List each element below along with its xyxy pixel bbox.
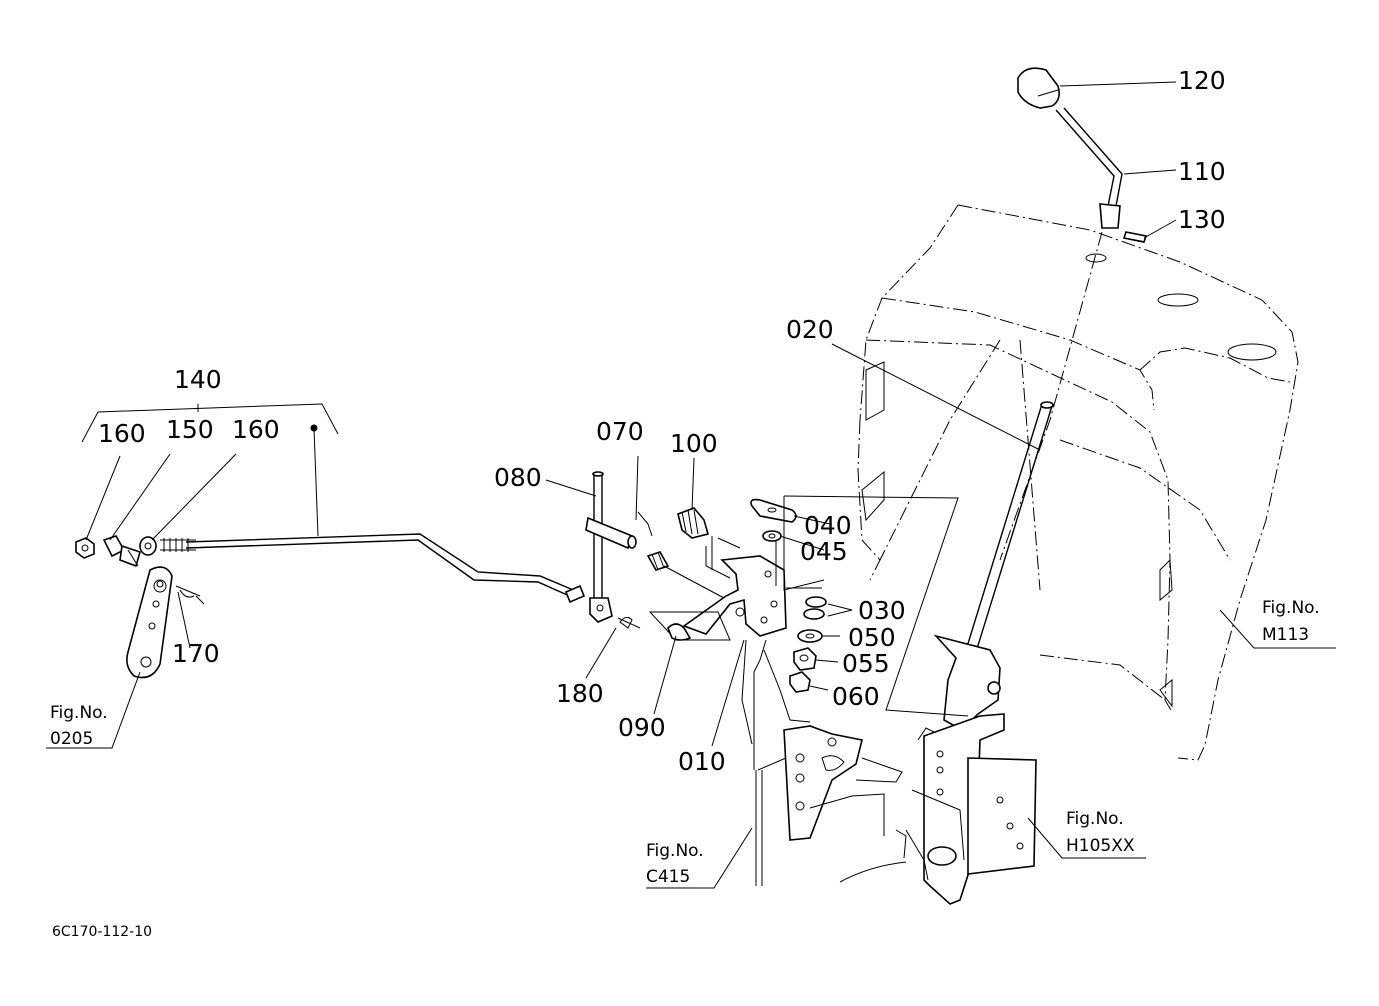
shift-lever-pin: [1122, 231, 1148, 243]
fig-ref-title: Fig.No.: [646, 841, 704, 861]
fig-ref-title: Fig.No.: [50, 703, 108, 723]
washer-045: [762, 530, 782, 542]
fig-ref-number: 0205: [50, 729, 93, 749]
label-160-right: 160: [232, 415, 280, 444]
leader-lines: [46, 81, 1336, 889]
fig-ref-number: H105XX: [1066, 836, 1135, 856]
label-150: 150: [166, 415, 214, 444]
figure-ref-m113: Fig.No. M113: [1262, 598, 1320, 645]
label-090: 090: [618, 713, 666, 742]
figure-ref-0205: Fig.No. 0205: [50, 703, 108, 749]
label-130: 130: [1178, 205, 1226, 234]
figure-ref-c415: Fig.No. C415: [646, 841, 704, 887]
pin-180: [617, 616, 641, 629]
drawing-code: 6C170-112-10: [52, 924, 152, 940]
fig-ref-title: Fig.No.: [1262, 598, 1320, 618]
label-110: 110: [1178, 157, 1226, 186]
lever-shaft: [965, 401, 1054, 653]
label-100: 100: [670, 429, 718, 458]
label-010: 010: [678, 747, 726, 776]
label-120: 120: [1178, 66, 1226, 95]
rod-locknut: [139, 536, 157, 556]
cotter-pin: [175, 585, 205, 605]
bracket-010: [648, 546, 787, 770]
control-rod: [160, 533, 586, 604]
link-arm: [126, 566, 173, 679]
label-170: 170: [172, 639, 220, 668]
label-055: 055: [842, 649, 890, 678]
rod-swivel: [102, 535, 141, 568]
rod-nut: [75, 537, 95, 559]
label-030: 030: [858, 596, 906, 625]
fig-ref-title: Fig.No.: [1066, 809, 1124, 829]
washers-030: [803, 596, 827, 620]
washer-050: [797, 629, 823, 643]
dashboard-panel: [857, 204, 1299, 761]
mount-bracket-c415: [755, 725, 903, 886]
label-160-left: 160: [98, 419, 146, 448]
assembly-bracket-140: [81, 403, 339, 537]
label-040: 040: [804, 511, 852, 540]
label-050: 050: [848, 623, 896, 652]
fig-ref-number: M113: [1262, 625, 1309, 645]
spring-small: [646, 551, 725, 599]
shift-lever-rod: [1055, 107, 1123, 229]
plate-040: [750, 498, 797, 523]
vertical-rod: [589, 471, 613, 623]
figure-ref-h105xx: Fig.No. H105XX: [1066, 809, 1135, 856]
nut-055: [793, 647, 817, 671]
pin-070: [585, 511, 653, 550]
label-045: 045: [800, 537, 848, 566]
part-labels: 120 110 130 020 140 160 150 160 070 100 …: [98, 66, 1226, 776]
shift-knob: [1017, 67, 1060, 109]
nut-060: [789, 671, 811, 693]
label-060: 060: [832, 682, 880, 711]
label-180: 180: [556, 679, 604, 708]
guide-lines: [711, 495, 969, 723]
label-140: 140: [174, 365, 222, 394]
label-080: 080: [494, 463, 542, 492]
spring-100: [677, 507, 709, 539]
label-020: 020: [786, 315, 834, 344]
lower-bracket-assembly: [839, 634, 1037, 905]
fig-ref-number: C415: [646, 867, 690, 887]
label-070: 070: [596, 417, 644, 446]
